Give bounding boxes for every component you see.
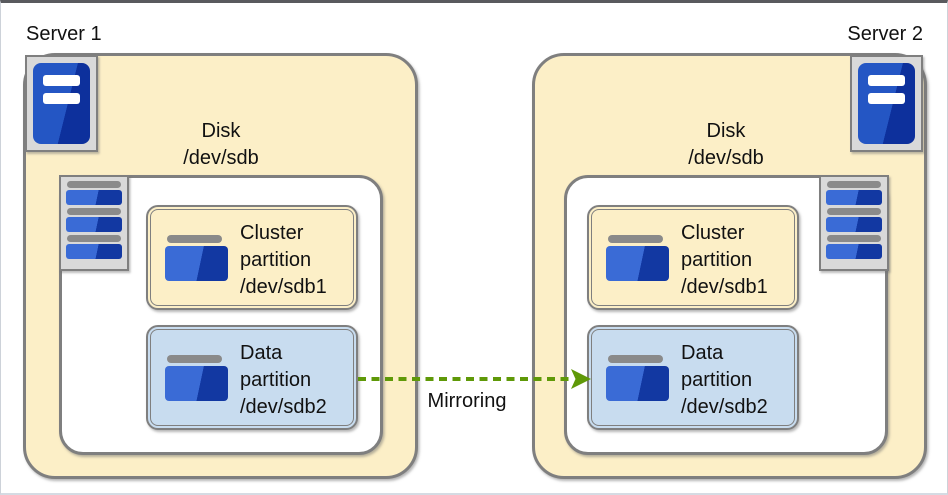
partition-text-line1: Cluster [240, 222, 304, 244]
partition-text-line1: Data [681, 342, 724, 364]
disk-label-line1: Disk [706, 120, 746, 142]
disk-stack-icon [59, 175, 129, 271]
stack-platter [66, 190, 122, 205]
tower-slot [868, 93, 905, 104]
stack-platter [66, 217, 122, 232]
partition-icon-body [606, 246, 669, 281]
partition-text-line1: Data [240, 342, 283, 364]
server2-data-partition: Data partition /dev/sdb2 [587, 325, 799, 430]
server2-cluster-partition: Cluster partition /dev/sdb1 [587, 205, 799, 310]
mirroring-arrow-head [571, 369, 591, 389]
partition-icon [606, 235, 669, 281]
server1-disk-label: Disk /dev/sdb [121, 118, 321, 172]
server-tower-icon [850, 55, 923, 152]
stack-bar [827, 235, 881, 242]
disk-label-line2: /dev/sdb [183, 147, 259, 169]
stack-bar [67, 235, 121, 242]
partition-text-line2: partition [240, 249, 312, 271]
stack-platter [66, 244, 122, 259]
partition-icon-bar [608, 235, 663, 243]
partition-icon-body [165, 246, 228, 281]
server-tower-icon [25, 55, 98, 152]
tower-body [858, 63, 915, 144]
stack-platter [826, 217, 882, 232]
disk-label-line1: Disk [201, 120, 241, 142]
partition-text-line2: partition [240, 369, 312, 391]
partition-text: Data partition /dev/sdb2 [681, 340, 768, 421]
partition-icon [165, 355, 228, 401]
tower-slot [43, 93, 80, 104]
server1-data-partition: Data partition /dev/sdb2 [146, 325, 358, 430]
stack-bar [67, 208, 121, 215]
stack-platter [826, 244, 882, 259]
partition-text-line3: /dev/sdb1 [681, 276, 768, 298]
partition-text: Data partition /dev/sdb2 [240, 340, 327, 421]
stack-bar [67, 181, 121, 188]
partition-icon [165, 235, 228, 281]
tower-slot [868, 75, 905, 86]
stack-platter [826, 190, 882, 205]
server1-cluster-partition: Cluster partition /dev/sdb1 [146, 205, 358, 310]
partition-text-line2: partition [681, 249, 753, 271]
stack-bar [827, 208, 881, 215]
partition-icon-bar [608, 355, 663, 363]
partition-text-line3: /dev/sdb1 [240, 276, 327, 298]
mirroring-arrow-icon [358, 369, 591, 389]
stack-bar [827, 181, 881, 188]
server1-label: Server 1 [26, 23, 102, 45]
partition-text-line3: /dev/sdb2 [681, 396, 768, 418]
server2-label: Server 2 [847, 23, 923, 45]
partition-icon-body [165, 366, 228, 401]
disk-stack-icon [819, 175, 889, 271]
disk-label-line2: /dev/sdb [688, 147, 764, 169]
mirroring-label: Mirroring [427, 390, 507, 412]
partition-text-line1: Cluster [681, 222, 745, 244]
tower-slot [43, 75, 80, 86]
partition-icon-body [606, 366, 669, 401]
partition-icon-bar [167, 235, 222, 243]
server2-disk-label: Disk /dev/sdb [626, 118, 826, 172]
partition-text: Cluster partition /dev/sdb1 [240, 220, 327, 301]
partition-text-line3: /dev/sdb2 [240, 396, 327, 418]
partition-icon [606, 355, 669, 401]
tower-body [33, 63, 90, 144]
partition-text: Cluster partition /dev/sdb1 [681, 220, 768, 301]
partition-icon-bar [167, 355, 222, 363]
partition-text-line2: partition [681, 369, 753, 391]
